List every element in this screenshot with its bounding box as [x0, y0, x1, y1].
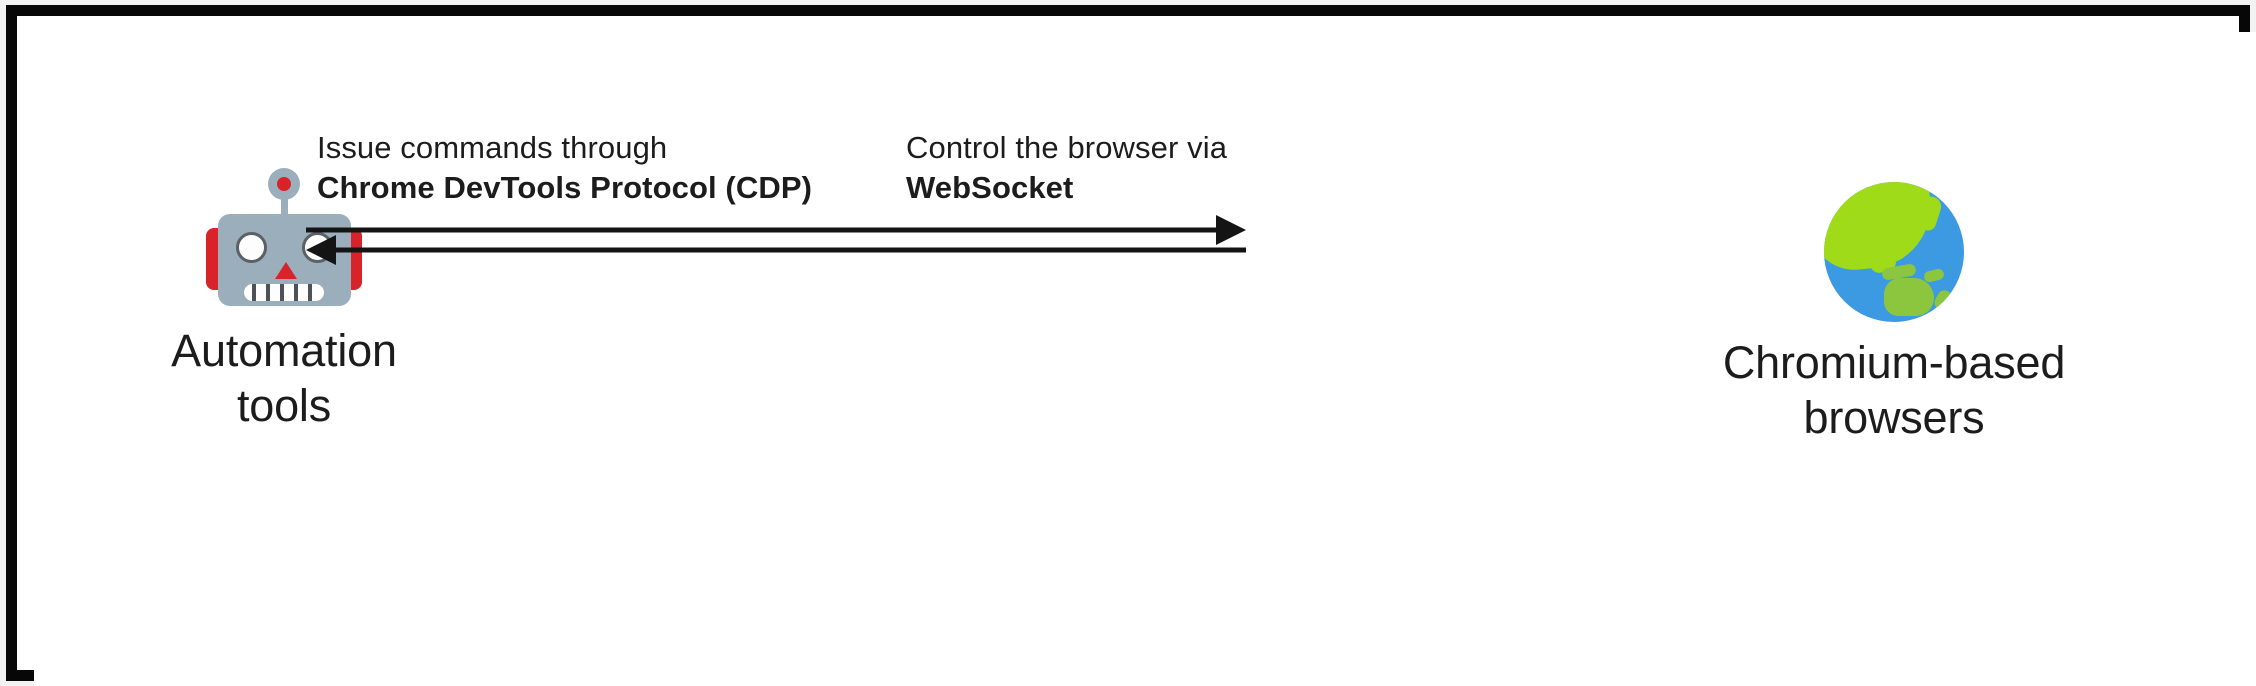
globe-land-australia	[1884, 278, 1934, 316]
robot-eye-left-icon	[236, 232, 267, 263]
globe-land-new-zealand	[1932, 287, 1954, 313]
node-chromium-browsers-label: Chromium-based browsers	[1722, 337, 2066, 443]
globe-land-new-guinea	[1922, 267, 1946, 284]
connector-label-websocket-line1: Control the browser via	[906, 130, 1228, 165]
globe-icon	[1824, 182, 1964, 322]
connector-label-cdp: Issue commands through Chrome DevTools P…	[317, 128, 812, 209]
robot-head-icon	[218, 214, 351, 306]
robot-mouth-bar	[252, 284, 256, 301]
diagram-stage: Automation tools Chromium-based browsers	[34, 32, 2256, 686]
node-automation-tools-label: Automation tools	[171, 325, 397, 431]
robot-mouth-bar	[280, 284, 284, 301]
robot-mouth-bar	[294, 284, 298, 301]
arrow-outbound	[306, 215, 1246, 245]
node-chromium-browsers: Chromium-based browsers	[1634, 182, 2154, 446]
robot-antenna-light-icon	[277, 177, 291, 191]
robot-nose-icon	[275, 262, 297, 279]
robot-mouth-icon	[244, 284, 324, 301]
connector-label-websocket-line2: WebSocket	[906, 170, 1074, 206]
robot-eye-right-icon	[302, 232, 333, 263]
image-frame-border: Automation tools Chromium-based browsers	[6, 5, 2256, 686]
arrow-outbound-head-icon	[1216, 215, 1246, 245]
connector-label-cdp-line2: Chrome DevTools Protocol (CDP)	[317, 170, 813, 206]
robot-antenna-stem-icon	[281, 188, 288, 222]
connector-label-websocket: Control the browser via WebSocket	[906, 128, 1227, 209]
connector-label-cdp-line1: Issue commands through	[317, 130, 668, 165]
robot-mouth-bar	[308, 284, 312, 301]
arrow-inbound	[306, 235, 1246, 265]
robot-mouth-bar	[266, 284, 270, 301]
